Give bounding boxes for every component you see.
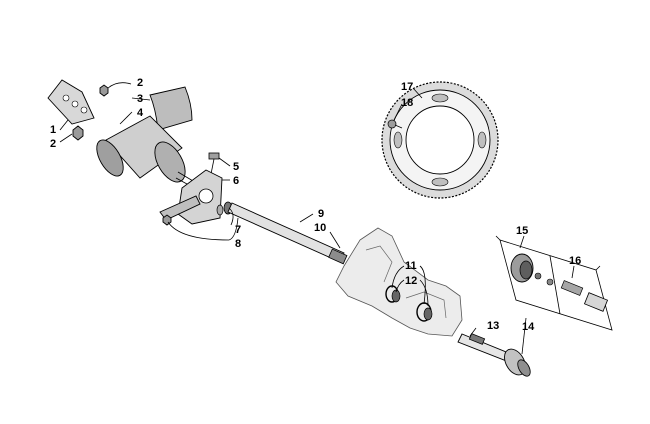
callout-label: 14 (522, 321, 535, 333)
starter-drive-kit-box (495, 235, 613, 331)
drive-shaft-part (227, 202, 348, 265)
nut-part-upper (99, 84, 109, 97)
spring-kit-part (546, 278, 609, 312)
callout-label: 5 (233, 161, 239, 173)
starter-motor-part (96, 115, 199, 191)
callout-labels: 1 2 2 3 4 5 6 7 8 9 10 11 12 13 14 15 16… (50, 77, 581, 333)
bearing-ring-set-part (385, 285, 433, 322)
callout-label: 3 (137, 93, 143, 105)
callout-label: 16 (569, 255, 581, 267)
engine-case-housing (335, 227, 463, 337)
bendix-drive-shaft-part (457, 333, 531, 377)
callout-label: 2 (50, 138, 56, 150)
callout-label: 17 (401, 81, 413, 93)
drive-pinion-gear-part (510, 253, 542, 283)
callout-label: 9 (318, 208, 324, 220)
callout-label: 4 (137, 107, 144, 119)
callout-label: 7 (235, 224, 241, 236)
callout-label: 12 (405, 275, 417, 287)
starter-boot-part (149, 86, 193, 131)
callout-label: 8 (235, 238, 241, 250)
leader-lines (59, 82, 575, 355)
callout-label: 15 (516, 225, 528, 237)
ring-gear-screw-part (387, 119, 403, 129)
callout-label: 13 (487, 320, 499, 332)
ring-gear-part (381, 81, 499, 199)
callout-label: 18 (401, 97, 413, 109)
callout-label: 11 (405, 260, 417, 272)
washer-set-part (162, 204, 224, 226)
bolt-part (208, 152, 220, 175)
callout-label: 10 (314, 222, 326, 234)
callout-label: 2 (137, 77, 143, 89)
callout-label: 6 (233, 175, 239, 187)
nut-part-lower (72, 125, 84, 141)
callout-label: 1 (50, 124, 56, 136)
mounting-bracket-part (47, 79, 95, 125)
